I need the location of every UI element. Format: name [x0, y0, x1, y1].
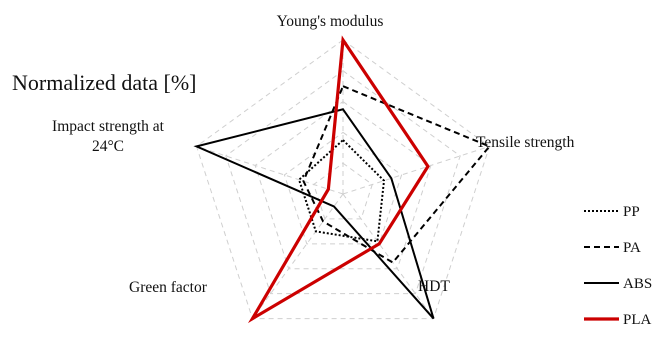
grid-spoke-5 [196, 145, 344, 195]
axis-label-line: Young's modulus [277, 13, 384, 30]
series-pla [247, 35, 430, 324]
axis-label-1: Young's modulus [277, 13, 384, 30]
series-abs [193, 108, 435, 320]
grid-ring-2 [283, 131, 403, 245]
legend-label-pa: PA [623, 240, 641, 256]
radar-grid [195, 39, 491, 320]
legend-label-pp: PP [623, 204, 640, 220]
series-pa [302, 84, 492, 264]
series-pp [297, 138, 386, 243]
axis-label-3: HDT [418, 278, 450, 295]
grid-spoke-2 [342, 145, 490, 195]
legend: PP PA ABS PLA [584, 204, 652, 328]
grid-spoke-4 [252, 193, 344, 319]
grid-ring-3 [254, 100, 432, 270]
axis-label-2: Tensile strength [476, 134, 575, 151]
series-layer [193, 35, 492, 324]
axis-label-5: Impact strength at 24°C [52, 118, 165, 155]
axis-label-4: Green factor [129, 279, 208, 296]
axis-label-line: Tensile strength [476, 134, 575, 151]
axis-label-line: 24°C [92, 138, 124, 155]
legend-label-pla: PLA [623, 312, 652, 328]
axis-label-line: Impact strength at [52, 118, 165, 135]
axis-label-line: Green factor [129, 279, 208, 296]
axis-label-line: HDT [418, 278, 450, 295]
grid-spoke-3 [342, 193, 434, 319]
chart-title: Normalized data [%] [12, 70, 196, 95]
grid-ring-1 [313, 162, 373, 220]
legend-label-abs: ABS [623, 276, 652, 292]
grid-ring-5 [195, 39, 491, 320]
grid-ring-4 [225, 70, 461, 295]
